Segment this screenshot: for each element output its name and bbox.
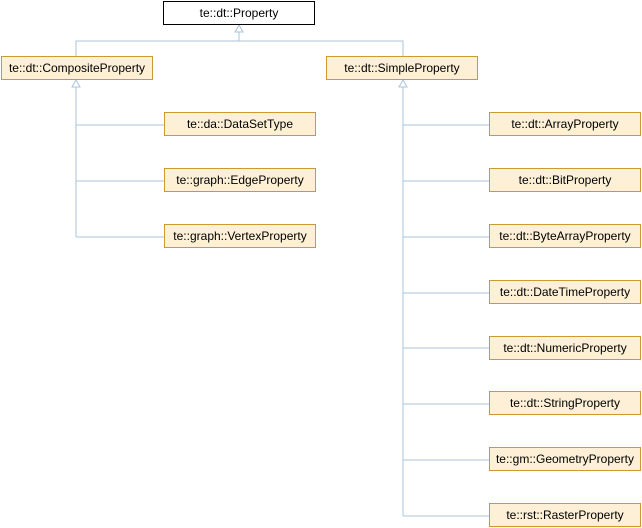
node-property[interactable]: te::dt::Property <box>163 1 315 25</box>
node-raster-property[interactable]: te::rst::RasterProperty <box>489 503 641 527</box>
edge-composite-children <box>75 86 164 238</box>
node-byte-array-property[interactable]: te::dt::ByteArrayProperty <box>489 224 641 248</box>
node-edge-property[interactable]: te::graph::EdgeProperty <box>164 168 316 192</box>
node-date-time-property[interactable]: te::dt::DateTimeProperty <box>489 280 641 304</box>
node-string-property[interactable]: te::dt::StringProperty <box>489 391 641 415</box>
node-numeric-property[interactable]: te::dt::NumericProperty <box>489 336 641 360</box>
node-array-property[interactable]: te::dt::ArrayProperty <box>489 112 641 136</box>
node-vertex-property[interactable]: te::graph::VertexProperty <box>164 224 316 248</box>
node-bit-property[interactable]: te::dt::BitProperty <box>489 168 641 192</box>
node-composite-property[interactable]: te::dt::CompositeProperty <box>1 56 153 80</box>
edge-composite-to-property <box>75 40 404 56</box>
arrow-simple <box>398 78 408 88</box>
node-simple-property[interactable]: te::dt::SimpleProperty <box>326 56 478 80</box>
node-dataset-type[interactable]: te::da::DataSetType <box>164 112 316 136</box>
node-geometry-property[interactable]: te::gm::GeometryProperty <box>489 447 641 471</box>
edge-simple-children <box>402 86 489 517</box>
arrow-property <box>234 23 244 33</box>
arrow-composite <box>71 78 81 88</box>
